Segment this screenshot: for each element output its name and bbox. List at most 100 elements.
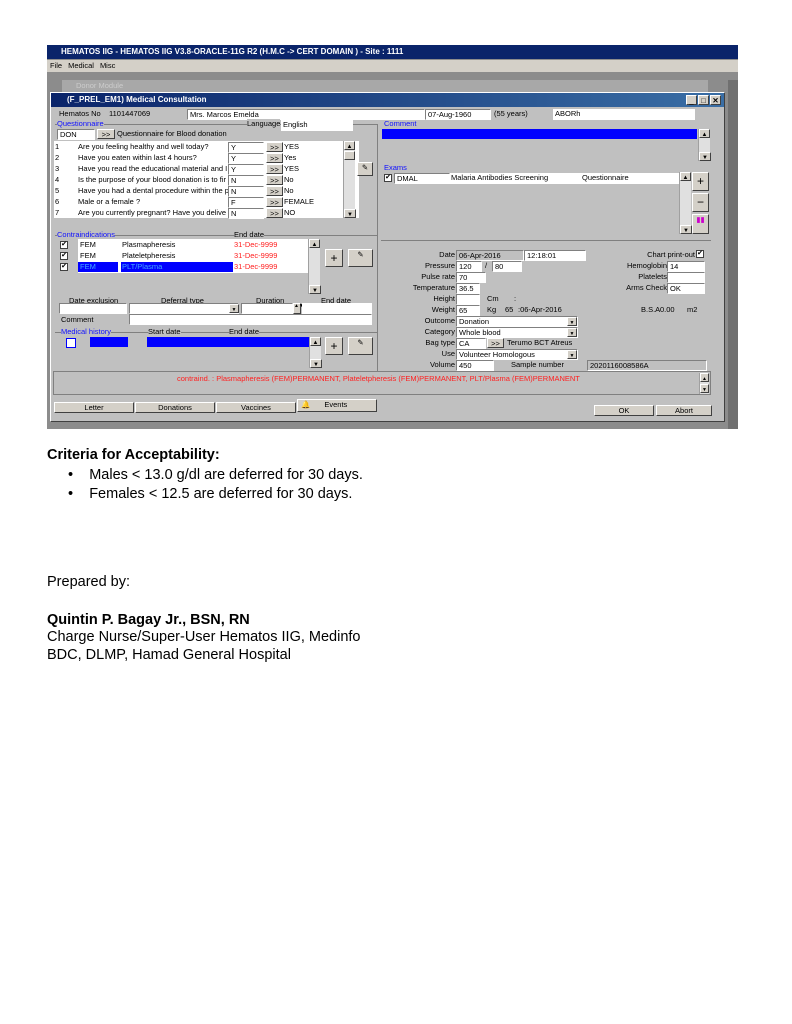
abort-button[interactable]: Abort (656, 405, 712, 416)
questions-scrollbar[interactable]: ▲▼ (343, 141, 356, 218)
contraindication-checkbox[interactable]: ✔ (60, 252, 68, 260)
message-box: contraind. : Plasmapheresis (FEM)PERMANE… (53, 371, 711, 395)
criteria-title: Criteria for Acceptability: (47, 447, 220, 463)
bag-type-field[interactable]: CA (456, 338, 486, 349)
contraindication-checkbox[interactable]: ✔ (60, 241, 68, 249)
maximize-button[interactable]: □ (698, 95, 709, 105)
add-medical-history-button[interactable]: + (325, 337, 343, 355)
duration-spinner[interactable]: ▲▼ (293, 303, 304, 314)
contraindication-checkbox[interactable]: ✔ (60, 263, 68, 271)
sample-number-field[interactable]: 2020116008586A (587, 360, 707, 371)
ok-button[interactable]: OK (594, 405, 654, 416)
blood-group-field[interactable]: ABORh (553, 109, 695, 120)
arms-check-field[interactable]: OK (667, 283, 705, 294)
bsa-unit: m2 (687, 305, 698, 314)
contraindication-code[interactable]: FEM (80, 251, 96, 260)
vaccines-button[interactable]: Vaccines (216, 402, 296, 413)
answer-lookup-button[interactable]: >> (266, 153, 283, 163)
outcome-select[interactable]: Donation (456, 316, 578, 327)
answer-field[interactable]: Y (228, 142, 264, 153)
time-field[interactable]: 12:18:01 (524, 250, 586, 261)
bag-type-lookup-button[interactable]: >> (487, 338, 504, 348)
add-exam-button[interactable]: + (692, 172, 709, 191)
exam-checkbox[interactable]: ✔ (384, 174, 392, 182)
diastolic-field[interactable]: 80 (492, 261, 522, 272)
answer-field[interactable]: F (228, 197, 264, 208)
end-date-field[interactable] (302, 303, 372, 314)
answer-field[interactable]: Y (228, 153, 264, 164)
language-field[interactable]: English (281, 120, 353, 131)
comment-row[interactable] (382, 129, 697, 139)
chart-printout-checkbox[interactable]: ✔ (696, 250, 704, 258)
exclusion-comment-field[interactable] (129, 314, 372, 325)
edit-contraindication-icon[interactable]: ✎ (348, 249, 373, 267)
temperature-field[interactable]: 36.5 (456, 283, 480, 294)
answer-lookup-button[interactable]: >> (266, 175, 283, 185)
answer-field[interactable]: Y (228, 164, 264, 175)
answer-lookup-button[interactable]: >> (266, 197, 283, 207)
donor-module-window[interactable]: Donor Module (62, 80, 708, 92)
platelets-field[interactable] (667, 272, 705, 283)
questionnaire-lookup-button[interactable]: >> (97, 129, 115, 139)
medical-history-row[interactable] (147, 337, 309, 347)
menu-misc[interactable]: Misc (99, 61, 116, 70)
deferral-type-select[interactable] (129, 303, 239, 314)
date-label: Date (439, 250, 455, 259)
contraindication-code[interactable]: FEM (80, 240, 96, 249)
contraindication-name[interactable]: Plateletpheresis (122, 251, 176, 260)
answer-field[interactable]: N (228, 208, 264, 219)
contraindication-name[interactable]: PLT/Plasma (121, 262, 233, 272)
message-scrollbar[interactable]: ▲▼ (699, 373, 709, 394)
answer-field[interactable]: N (228, 175, 264, 186)
date-field[interactable]: 06-Apr-2016 (456, 250, 524, 261)
volume-field[interactable]: 450 (456, 360, 494, 371)
minimize-button[interactable]: _ (686, 95, 697, 105)
menu-file[interactable]: File (50, 61, 63, 70)
outcome-dropdown-icon[interactable]: ▼ (567, 317, 577, 326)
contraindication-code[interactable]: FEM (78, 262, 118, 272)
add-contraindication-button[interactable]: + (325, 249, 343, 267)
donor-name-field[interactable]: Mrs. Marcos Emelda (187, 109, 425, 120)
answer-lookup-button[interactable]: >> (266, 164, 283, 174)
exams-scrollbar[interactable]: ▲▼ (679, 172, 692, 234)
use-select[interactable]: Volunteer Homologous (456, 349, 578, 360)
edit-questionnaire-icon[interactable]: ✎ (357, 162, 373, 176)
exam-code[interactable]: DMAL (394, 173, 450, 184)
hemoglobin-field[interactable]: 14 (667, 261, 705, 272)
letter-button[interactable]: Letter (54, 402, 134, 413)
comment-label: Comment (384, 119, 417, 128)
medical-history-code[interactable] (90, 337, 128, 347)
dob-field[interactable]: 07-Aug-1960 (425, 109, 491, 120)
events-button[interactable]: 🔔Events (297, 399, 377, 412)
questionnaire-code-field[interactable]: DON (57, 129, 95, 140)
category-dropdown-icon[interactable]: ▼ (567, 328, 577, 337)
contraindication-name[interactable]: Plasmapheresis (122, 240, 176, 249)
menu-medical[interactable]: Medical (68, 61, 94, 70)
pulse-field[interactable]: 70 (456, 272, 486, 283)
pressure-separator: / (485, 261, 488, 270)
duration-field[interactable] (241, 303, 293, 314)
mh-scrollbar[interactable]: ▲▼ (309, 337, 322, 368)
use-dropdown-icon[interactable]: ▼ (567, 350, 577, 359)
contra-end-date-label: End date (234, 230, 265, 240)
systolic-field[interactable]: 120 (456, 261, 482, 272)
weight-field[interactable]: 65 (456, 305, 480, 316)
deferral-dropdown-icon[interactable]: ▼ (229, 304, 239, 313)
answer-lookup-button[interactable]: >> (266, 186, 283, 196)
edit-medical-history-icon[interactable]: ✎ (348, 337, 373, 355)
date-exclusion-field[interactable] (59, 303, 127, 314)
contra-scrollbar[interactable]: ▲▼ (308, 239, 321, 294)
medical-history-checkbox[interactable] (66, 338, 76, 348)
contraindications-label: Contraindications (57, 230, 115, 240)
answer-lookup-button[interactable]: >> (266, 208, 283, 218)
answer-field[interactable]: N (228, 186, 264, 197)
answer-lookup-button[interactable]: >> (266, 142, 283, 152)
comment-scrollbar[interactable]: ▲▼ (698, 129, 711, 161)
height-field[interactable] (456, 294, 480, 305)
category-select[interactable]: Whole blood (456, 327, 578, 338)
close-button[interactable]: ✕ (710, 95, 721, 105)
test-tubes-icon[interactable]: ▮▮ (692, 214, 709, 234)
donations-button[interactable]: Donations (135, 402, 215, 413)
language-label: Language (247, 119, 281, 129)
remove-exam-button[interactable]: − (692, 193, 709, 212)
